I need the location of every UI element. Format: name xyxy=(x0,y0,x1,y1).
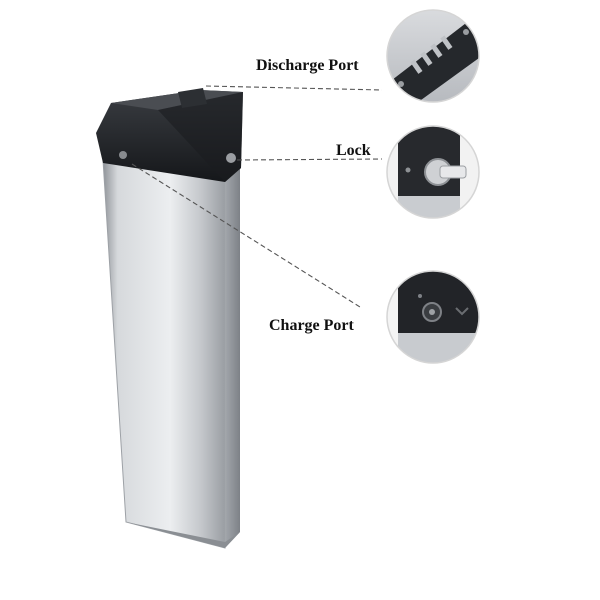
charge-port-socket xyxy=(119,151,127,159)
charge-port-label: Charge Port xyxy=(269,317,354,334)
charge-port-inset xyxy=(386,270,480,364)
lock-label: Lock xyxy=(336,142,371,159)
leader-lines xyxy=(131,85,383,308)
lock-keyhole xyxy=(226,153,236,163)
discharge-port-inset xyxy=(386,9,480,103)
charge-leader-line xyxy=(131,163,361,308)
battery-body xyxy=(102,159,240,549)
discharge-port-label: Discharge Port xyxy=(256,57,359,74)
battery-top-cap xyxy=(96,88,243,182)
discharge-leader-line xyxy=(205,85,383,91)
lock-inset xyxy=(386,125,480,219)
lock-leader-line xyxy=(236,158,383,161)
